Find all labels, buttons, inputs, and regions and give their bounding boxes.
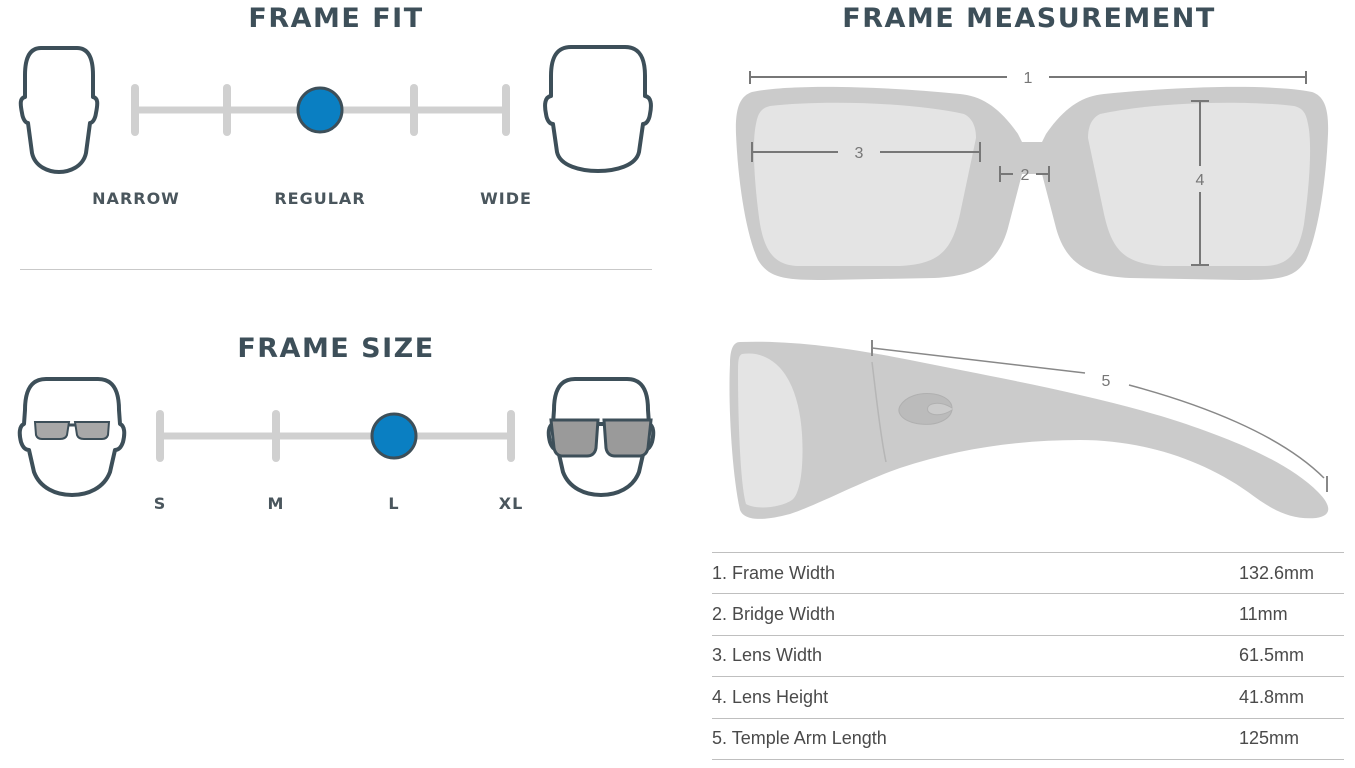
large-glasses-face-icon [546, 377, 656, 497]
measurement-label: 4. Lens Height [712, 686, 829, 707]
size-label-m: M [267, 494, 285, 513]
measurement-table: 1. Frame Width 132.6mm 2. Bridge Width 1… [712, 552, 1344, 760]
measurement-value: 41.8mm [1239, 686, 1305, 707]
dimension-1-frame-width: 1 [749, 70, 1307, 87]
measurement-value: 11mm [1239, 604, 1288, 625]
frame-fit-scale [131, 84, 510, 136]
callout-1: 1 [1024, 70, 1033, 87]
measurement-value: 132.6mm [1239, 562, 1315, 583]
measurement-row: 5. Temple Arm Length 125mm [712, 719, 1344, 760]
fit-label-regular: REGULAR [274, 189, 366, 208]
dimension-4-lens-height: 4 [1191, 100, 1209, 266]
measurement-row: 2. Bridge Width 11mm [712, 594, 1344, 636]
size-label-l: L [388, 494, 400, 513]
dimension-5-temple-arm-length: 5 [871, 340, 1328, 492]
front-view-glasses-diagram: 1 3 2 4 [735, 70, 1329, 281]
size-indicator-l [370, 412, 418, 460]
size-label-xl: XL [498, 494, 524, 513]
measurement-label: 3. Lens Width [712, 645, 823, 666]
callout-3: 3 [855, 145, 864, 162]
fit-indicator-regular [296, 86, 344, 134]
fit-label-narrow: NARROW [92, 189, 180, 208]
frame-size-scale [156, 410, 515, 462]
measurement-label: 2. Bridge Width [712, 604, 836, 625]
measurement-value: 61.5mm [1239, 645, 1305, 666]
size-label-s: S [153, 494, 167, 513]
narrow-face-icon [18, 46, 100, 174]
side-view-glasses-diagram: 5 [729, 340, 1329, 519]
fit-label-wide: WIDE [480, 189, 532, 208]
dimension-3-lens-width: 3 [751, 142, 981, 162]
measurement-row: 4. Lens Height 41.8mm [712, 677, 1344, 719]
measurement-row: 1. Frame Width 132.6mm [712, 553, 1344, 595]
dimension-2-bridge-width: 2 [999, 166, 1050, 184]
measurement-row: 3. Lens Width 61.5mm [712, 636, 1344, 678]
frame-size-title: FRAME SIZE [237, 333, 435, 364]
section-divider [20, 269, 652, 270]
small-glasses-face-icon [17, 377, 127, 497]
callout-4: 4 [1196, 172, 1205, 189]
frame-measurement-title: FRAME MEASUREMENT [842, 3, 1216, 34]
measurement-label: 5. Temple Arm Length [712, 728, 887, 749]
wide-face-icon [543, 45, 653, 173]
callout-5: 5 [1102, 373, 1111, 390]
measurement-label: 1. Frame Width [712, 562, 836, 583]
callout-2: 2 [1021, 167, 1030, 184]
measurement-value: 125mm [1239, 728, 1300, 749]
frame-fit-title: FRAME FIT [248, 3, 424, 34]
